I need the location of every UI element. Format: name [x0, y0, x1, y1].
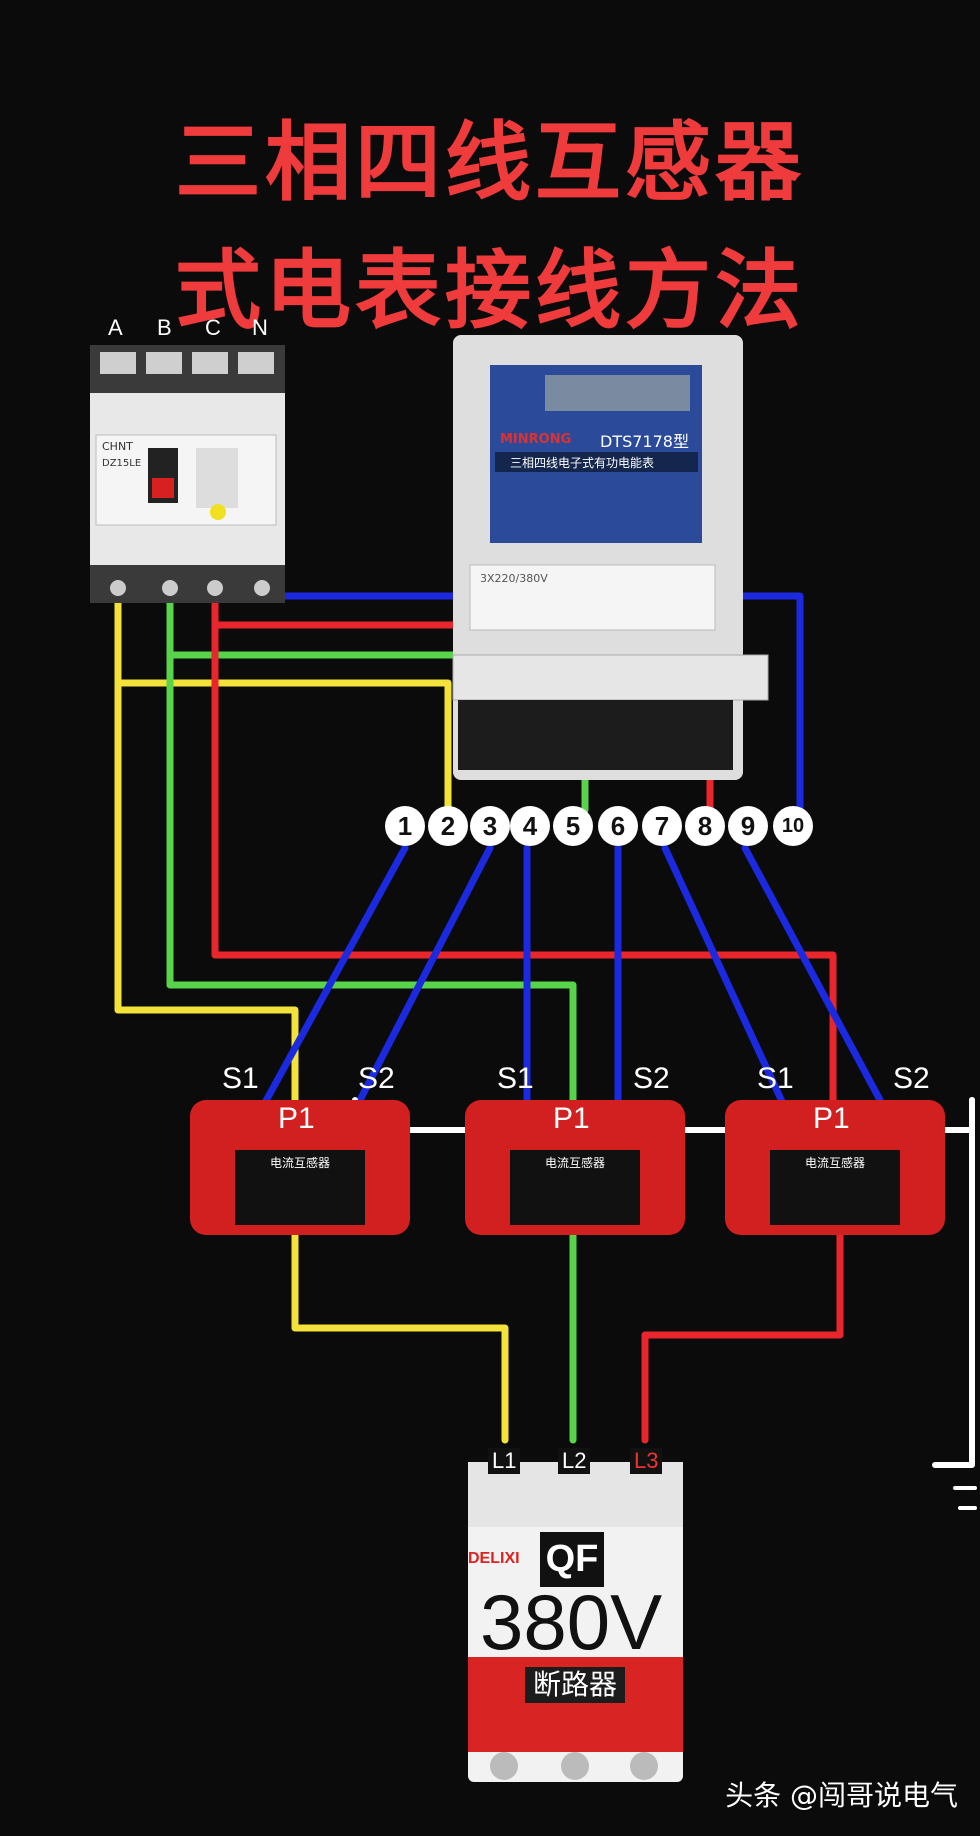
top-breaker-model: DZ15LE	[102, 458, 142, 469]
ct-primary-label: P1	[813, 1102, 850, 1135]
terminal-8: 8	[685, 806, 725, 846]
ct-s2-label: S2	[633, 1062, 670, 1095]
bottom-breaker-name: 断路器	[525, 1667, 625, 1703]
meter-serial: 3X220/380V	[480, 572, 548, 585]
bottom-terminal-l3: L3	[630, 1448, 663, 1474]
top-breaker-brand: CHNT	[102, 440, 133, 453]
bottom-screw-3	[630, 1752, 658, 1780]
wire-red-load	[641, 1231, 844, 1444]
current-transformer-1: P1 电流互感器	[190, 1100, 410, 1235]
wire-blue-t3	[356, 844, 494, 1104]
bottom-screw-1	[490, 1752, 518, 1780]
current-transformer-3: P1 电流互感器	[725, 1100, 945, 1235]
wire-yellow-a-meter	[114, 679, 452, 814]
top-breaker	[90, 345, 285, 603]
wire-blue-n	[258, 592, 804, 814]
meter-brand: MINRONG	[500, 432, 572, 447]
top-breaker-terminal-c: C	[205, 315, 221, 340]
terminal-7: 7	[642, 806, 682, 846]
bottom-breaker-voltage: 380V	[480, 1578, 663, 1666]
terminal-10: 10	[773, 806, 813, 846]
terminal-4: 4	[510, 806, 550, 846]
terminal-6: 6	[598, 806, 638, 846]
bottom-terminal-l1: L1	[488, 1448, 521, 1474]
ct-s2-label: S2	[358, 1062, 395, 1095]
ct-primary-label: P1	[553, 1102, 590, 1135]
ct-nameplate: 电流互感器	[770, 1150, 900, 1225]
ct-nameplate-title: 电流互感器	[804, 1156, 865, 1170]
energy-meter	[452, 335, 769, 780]
wire-yellow-load	[291, 1231, 509, 1444]
ct-nameplate-title: 电流互感器	[544, 1156, 605, 1170]
top-breaker-terminal-n: N	[252, 315, 268, 340]
watermark: 头条 @闯哥说电气	[725, 1779, 958, 1812]
top-breaker-terminal-a: A	[108, 315, 123, 340]
top-breaker-terminal-b: B	[157, 315, 172, 340]
terminal-2: 2	[428, 806, 468, 846]
terminal-5: 5	[553, 806, 593, 846]
ct-s1-label: S1	[497, 1062, 534, 1095]
terminal-1: 1	[385, 806, 425, 846]
ct-nameplate-title: 电流互感器	[269, 1156, 330, 1170]
meter-subtitle: 三相四线电子式有功电能表	[510, 456, 655, 470]
bottom-breaker-tag: QF	[540, 1532, 604, 1587]
ct-primary-label: P1	[278, 1102, 315, 1135]
wire-white-ground	[932, 1097, 975, 1468]
current-transformer-2: P1 电流互感器	[465, 1100, 685, 1235]
wire-blue-t7	[661, 844, 789, 1112]
title-line-2: 式电表接线方法	[175, 241, 805, 341]
title-line-1: 三相四线互感器	[175, 113, 805, 213]
wire-yellow-a-down	[114, 581, 299, 1122]
ct-s2-label: S2	[893, 1062, 930, 1095]
wire-green-b-down	[166, 581, 577, 1129]
bottom-terminal-l2: L2	[558, 1448, 591, 1474]
ct-s1-label: S1	[222, 1062, 259, 1095]
wire-blue-t1	[258, 844, 409, 1112]
terminal-9: 9	[728, 806, 768, 846]
meter-model: DTS7178型	[600, 432, 689, 451]
bottom-breaker: 断路器 DELIXI QF 380V	[468, 1462, 683, 1782]
bottom-breaker-brand: DELIXI	[468, 1550, 520, 1567]
bottom-screw-2	[561, 1752, 589, 1780]
ct-nameplate: 电流互感器	[510, 1150, 640, 1225]
wire-blue-t9	[741, 844, 884, 1104]
terminal-3: 3	[470, 806, 510, 846]
ct-nameplate: 电流互感器	[235, 1150, 365, 1225]
ct-s1-label: S1	[757, 1062, 794, 1095]
